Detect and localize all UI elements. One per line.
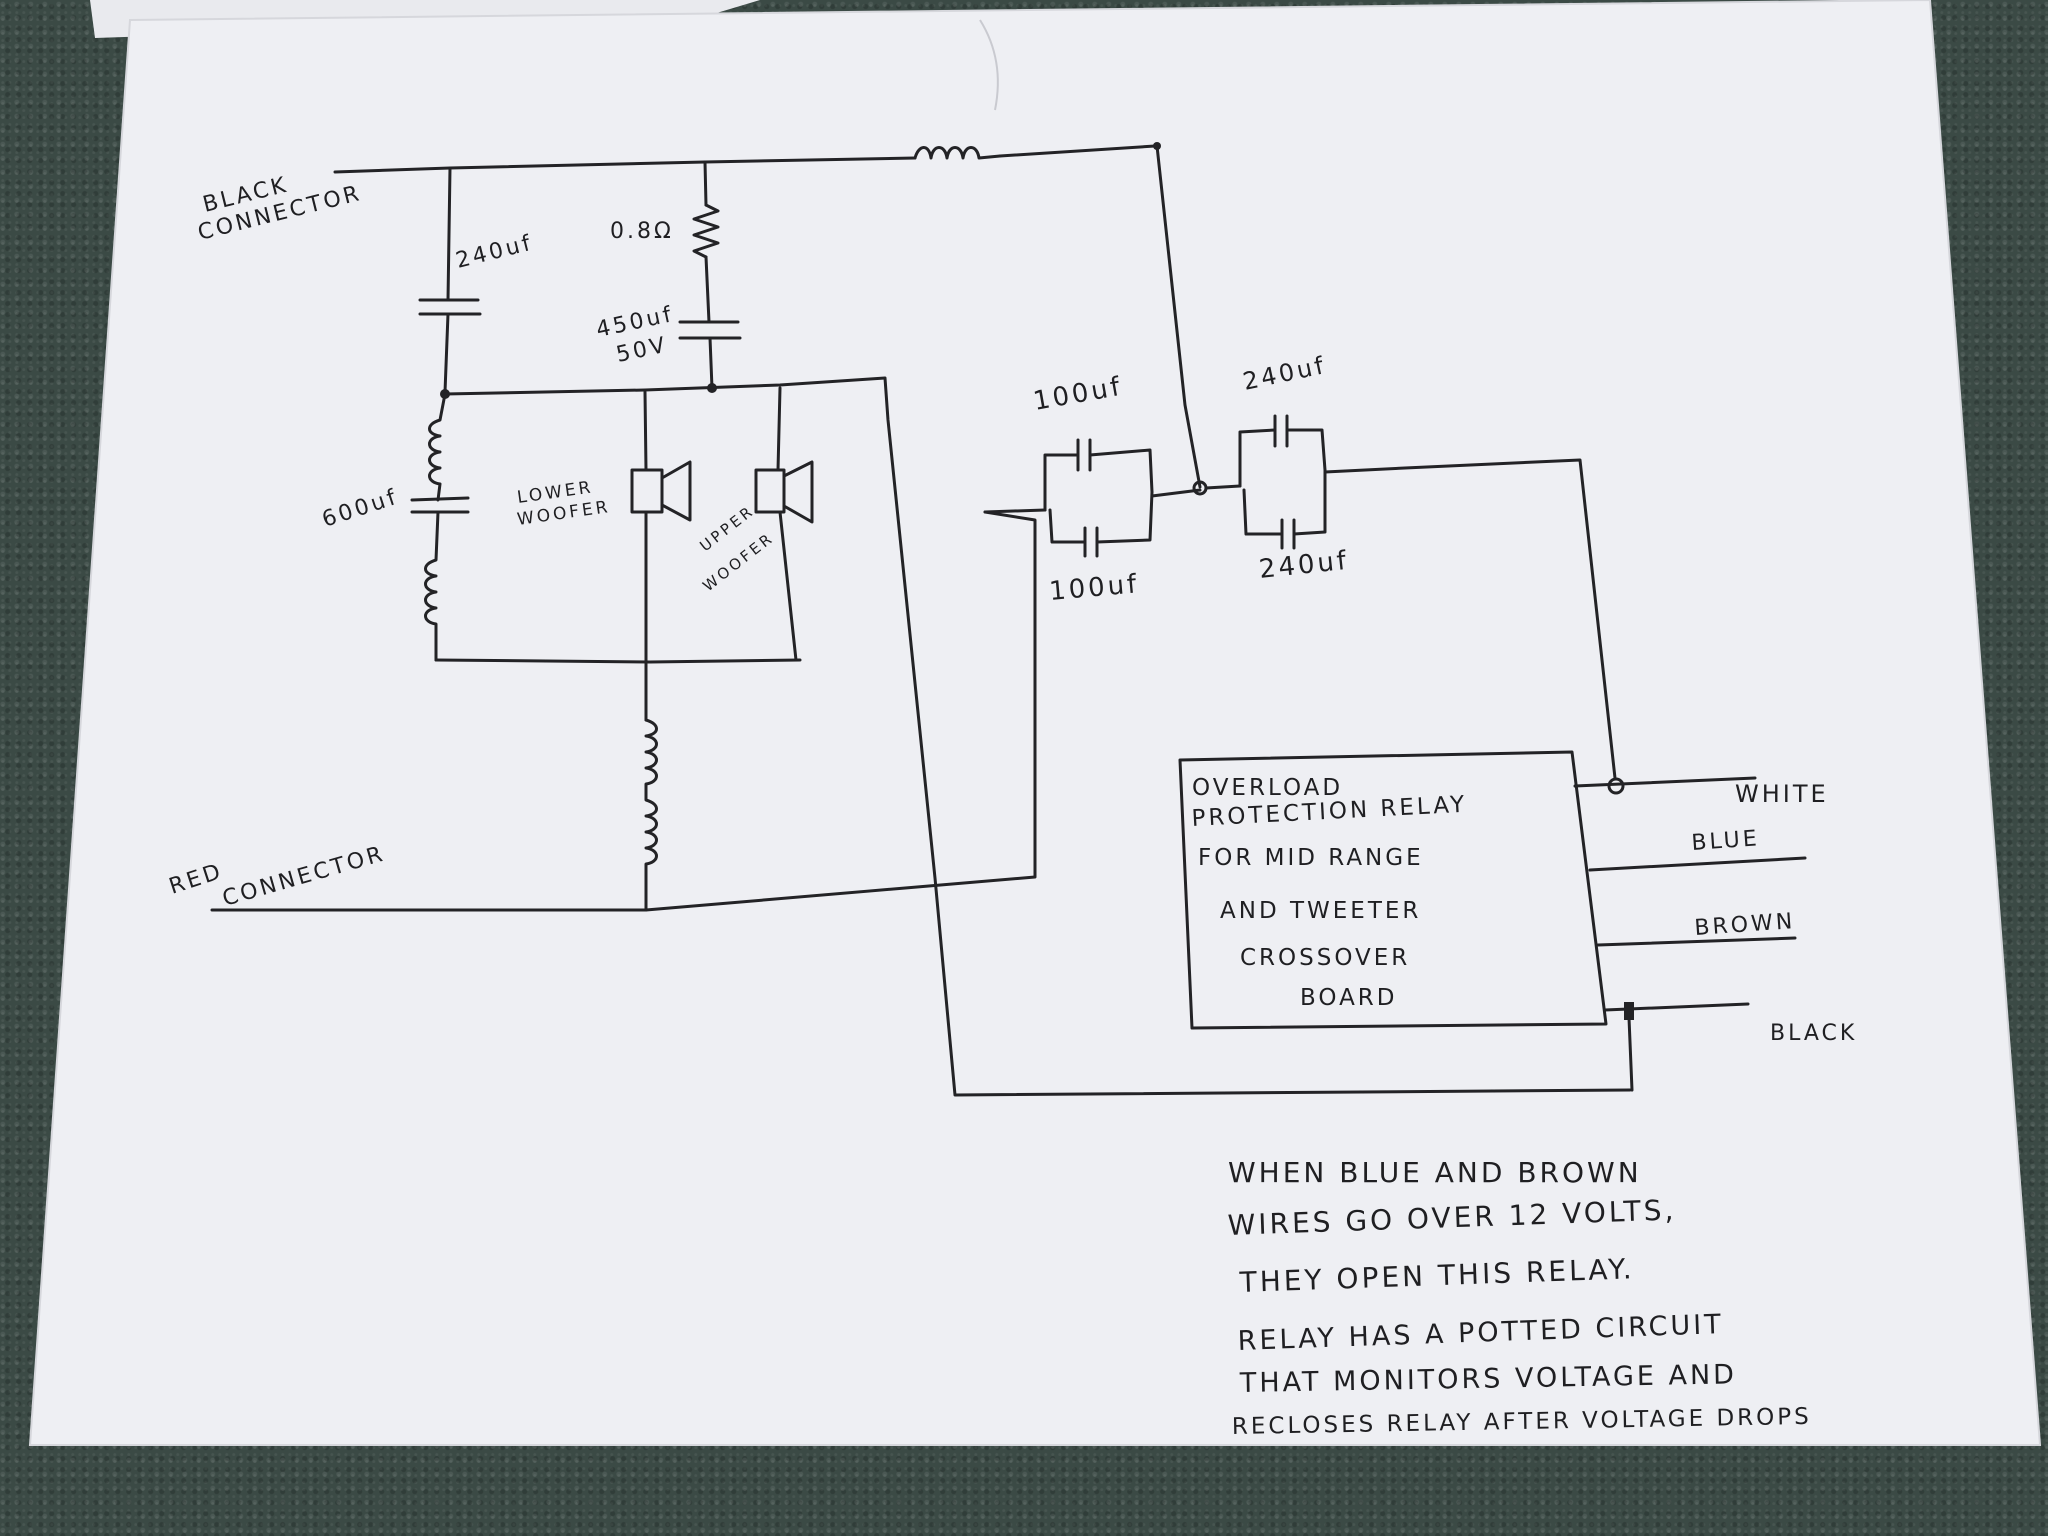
wire-lower-woofer (643, 390, 648, 472)
wire-red-bottom (210, 510, 1037, 912)
wire-240-to-relay (1323, 458, 1617, 780)
wire-blue (1588, 856, 1807, 872)
inductor-left-upper (428, 392, 447, 502)
resistor-zigzag (692, 203, 720, 259)
schematic-wires (210, 142, 1807, 1097)
relay-box (1178, 750, 1608, 1030)
wire-top-right-down (1155, 144, 1202, 489)
wire-mid-bus (443, 376, 1632, 1097)
wire-100-link (983, 508, 1047, 514)
paper-edge (28, 0, 2042, 1446)
upper-woofer-magnet (754, 468, 786, 514)
label-wire-black: BLACK (1770, 1021, 1857, 1046)
cap-240r-top-left-lead (1238, 428, 1277, 488)
relay-line-3: FOR MID RANGE (1198, 845, 1424, 871)
cap-100-bottom-right-lead (1095, 490, 1154, 544)
wire-450-down (708, 336, 714, 390)
wire-100-to-junction (1150, 488, 1202, 498)
wire-resistor-down (704, 255, 711, 324)
wire-240-branch (446, 166, 452, 302)
wire-brown (1596, 936, 1797, 947)
wire-240-down (443, 312, 450, 394)
wire-black-top (333, 156, 917, 174)
paper-fold (979, 19, 999, 111)
wire-upper-woofer (776, 386, 782, 472)
wire-resistor-branch (703, 160, 708, 207)
inductor-bottom (644, 718, 658, 912)
wire-white (1573, 776, 1757, 788)
relay-line-1: OVERLOAD (1192, 775, 1343, 801)
lower-woofer-cone (660, 460, 692, 522)
cap-100-top-left-lead (1043, 453, 1080, 512)
relay-line-4: AND TWEETER (1220, 898, 1421, 924)
cap-600-plate-top (410, 496, 470, 502)
upper-woofer-cone (782, 460, 814, 524)
label-wire-blue: BLUE (1691, 826, 1761, 856)
cap-100-bottom-left-lead (1048, 508, 1087, 544)
junction-white (1607, 777, 1625, 795)
wire-woofer-bottom-bus (434, 658, 802, 664)
wire-240-right-link (1204, 484, 1242, 490)
inductor-top (913, 146, 1002, 160)
inductor-left-lower (424, 510, 440, 662)
cap-240r-bottom-left-lead (1242, 488, 1284, 536)
cap-100-top-right-lead (1088, 448, 1154, 494)
relay-line-5: CROSSOVER (1240, 945, 1410, 971)
cap-240r-bottom-right-lead (1292, 468, 1327, 536)
wire-black-loop (1627, 1016, 1634, 1092)
label-wire-white: WHITE (1735, 780, 1829, 808)
cap-240r-top-right-lead (1285, 428, 1327, 472)
wire-upper-woofer-down (778, 510, 798, 662)
relay-line-6: BOARD (1300, 985, 1398, 1011)
note-line-1: WHEN BLUE AND BROWN (1228, 1156, 1642, 1189)
wire-top-right (998, 144, 1157, 158)
label-resistor: 0.8Ω (610, 219, 674, 244)
junction-black (1624, 1002, 1634, 1020)
